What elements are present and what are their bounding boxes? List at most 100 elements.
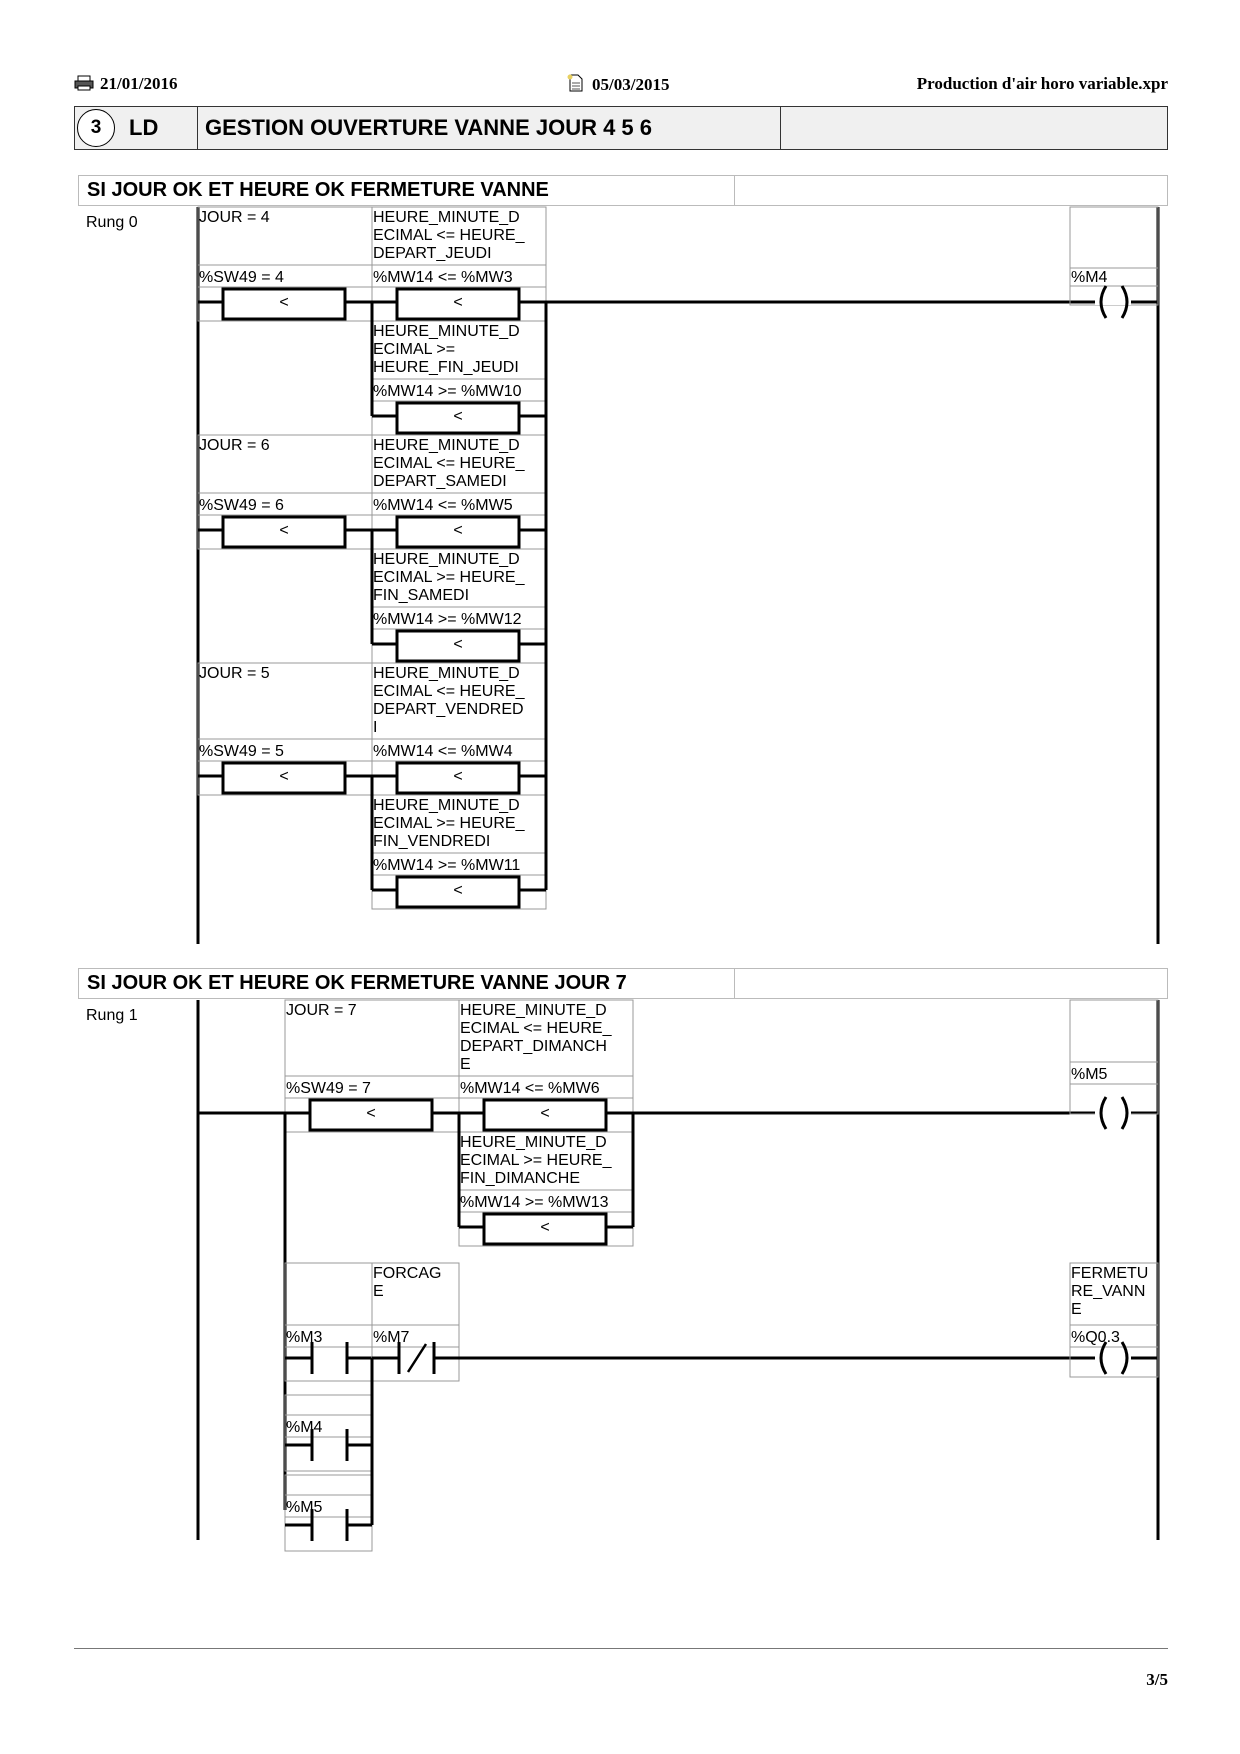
operator-text: <	[540, 1219, 549, 1236]
address-text: %M3	[286, 1329, 323, 1346]
operate-box	[395, 761, 521, 795]
divider	[780, 107, 781, 149]
section-title-bar: 3 LD GESTION OUVERTURE VANNE JOUR 4 5 6	[74, 106, 1168, 150]
address-text: %M5	[286, 1499, 323, 1516]
divider	[197, 107, 198, 149]
operator-text: <	[279, 294, 288, 311]
address-text: %M5	[1071, 1066, 1108, 1083]
cell-border	[371, 1262, 460, 1382]
contact-m4: %M4	[284, 1394, 373, 1472]
symbol-text: ECIMAL >= HEURE_	[373, 569, 526, 586]
printer-icon	[74, 75, 94, 91]
modified-date: 05/03/2015	[566, 74, 669, 95]
rung-label: Rung 1	[86, 1007, 138, 1024]
compare-block: JOUR = 7%SW49 = 7<	[284, 999, 460, 1133]
address-text: %M7	[373, 1329, 410, 1346]
operator-text: <	[279, 522, 288, 539]
symbol-text: DEPART_VENDRED	[373, 701, 524, 718]
symbol-text: JOUR = 5	[199, 665, 270, 682]
coil-m4: %M4	[1069, 206, 1159, 319]
coil-icon	[1120, 1096, 1129, 1130]
section-number: 3	[77, 109, 115, 147]
compare-block: JOUR = 5%SW49 = 5<	[197, 662, 373, 796]
symbol-text: FORCAG	[373, 1265, 441, 1282]
symbol-text: HEURE_FIN_JEUDI	[373, 359, 519, 376]
coil-gap	[1095, 299, 1131, 305]
operator-text: <	[453, 882, 462, 899]
coil-icon	[1099, 1341, 1108, 1375]
symbol-text: HEURE_MINUTE_D	[373, 797, 520, 814]
symbol-text: FERMETU	[1071, 1265, 1148, 1282]
symbol-text: ECIMAL >= HEURE_	[460, 1152, 613, 1169]
symbol-text: JOUR = 7	[286, 1002, 357, 1019]
symbol-text: E	[373, 1283, 384, 1300]
address-text: %SW49 = 4	[199, 269, 284, 286]
address-text: %MW14 >= %MW11	[373, 857, 520, 874]
address-text: %MW14 >= %MW13	[460, 1194, 609, 1211]
operate-box	[221, 761, 347, 795]
operate-box	[395, 629, 521, 663]
operate-box	[221, 287, 347, 321]
address-text: %MW14 <= %MW4	[373, 743, 513, 760]
coil-m5: %M5	[1069, 999, 1159, 1130]
coil-gap	[1095, 1355, 1131, 1361]
compare-block: JOUR = 6 %SW49 = 6 <	[197, 434, 373, 550]
symbol-text: E	[1071, 1301, 1082, 1318]
operate-box	[395, 875, 521, 909]
operator-text: <	[540, 1105, 549, 1122]
print-date-text: 21/01/2016	[100, 74, 178, 93]
address-text: %MW14 >= %MW12	[373, 611, 522, 628]
symbol-text: ECIMAL <= HEURE_	[373, 455, 526, 472]
divider	[734, 176, 735, 205]
cell-border	[1069, 1262, 1159, 1378]
rung-comment: SI JOUR OK ET HEURE OK FERMETURE VANNE	[78, 175, 1168, 206]
address-text: %SW49 = 6	[199, 497, 284, 514]
coil-icon	[1099, 285, 1108, 319]
contact-m5: %M5	[284, 1474, 373, 1552]
operator-text: <	[453, 408, 462, 425]
address-text: %MW14 <= %MW5	[373, 497, 513, 514]
operator-text: <	[453, 294, 462, 311]
address-text: %MW14 <= %MW3	[373, 269, 513, 286]
section-language: LD	[129, 115, 159, 140]
coil-gap	[1095, 1110, 1131, 1116]
symbol-text: DEPART_DIMANCH	[460, 1038, 607, 1055]
page-number: 3/5	[1146, 1670, 1168, 1689]
coil-q0-3: FERMETURE_VANNE%Q0.3	[1069, 1262, 1159, 1378]
symbol-text: JOUR = 6	[199, 437, 270, 454]
operate-box	[221, 515, 347, 549]
symbol-text: HEURE_MINUTE_D	[373, 551, 520, 568]
operator-text: <	[453, 636, 462, 653]
symbol-text: HEURE_MINUTE_D	[460, 1134, 607, 1151]
operate-box	[482, 1212, 608, 1246]
operator-text: <	[453, 768, 462, 785]
cell-border	[1069, 206, 1159, 306]
address-text: %M4	[286, 1419, 323, 1436]
symbol-text: HEURE_MINUTE_D	[460, 1002, 607, 1019]
symbol-text: HEURE_MINUTE_D	[373, 323, 520, 340]
print-date: 21/01/2016	[74, 74, 177, 94]
operate-box	[482, 1098, 608, 1132]
compare-block: JOUR = 4%SW49 = 4<	[197, 206, 373, 322]
symbol-text: ECIMAL <= HEURE_	[373, 227, 526, 244]
cell-border	[1069, 999, 1159, 1115]
symbol-text: DEPART_JEUDI	[373, 245, 492, 262]
symbol-text: DEPART_SAMEDI	[373, 473, 507, 490]
symbol-text: FIN_VENDREDI	[373, 833, 490, 850]
address-text: %MW14 <= %MW6	[460, 1080, 600, 1097]
symbol-text: HEURE_MINUTE_D	[373, 665, 520, 682]
operate-box	[395, 515, 521, 549]
rung-label: Rung 0	[86, 214, 138, 231]
footer-divider	[74, 1648, 1168, 1649]
symbol-text: RE_VANN	[1071, 1283, 1145, 1300]
rung-comment: SI JOUR OK ET HEURE OK FERMETURE VANNE J…	[78, 968, 1168, 999]
file-name: Production d'air horo variable.xpr	[916, 74, 1168, 93]
